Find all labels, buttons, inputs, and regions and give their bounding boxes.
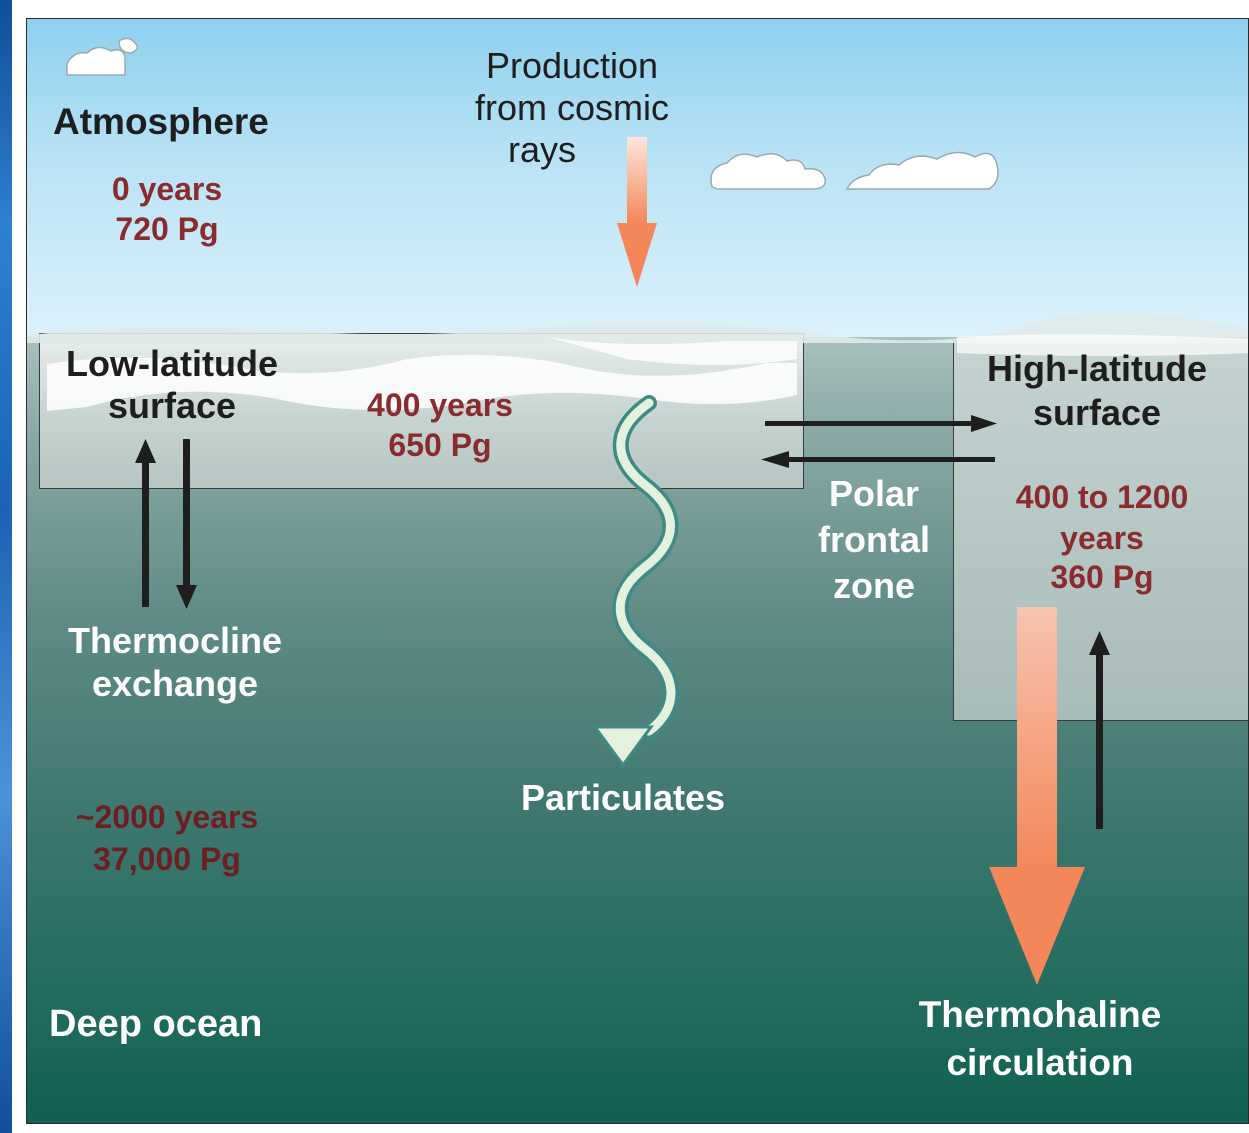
atmosphere-mass: 720 Pg <box>115 211 219 247</box>
cloud-icon <box>66 37 999 190</box>
low-latitude-label: Low-latitude surface <box>66 343 278 426</box>
diagram-graphics <box>27 37 1248 985</box>
left-border-strip <box>0 0 12 1133</box>
high-latitude-mass: 360 Pg <box>1050 559 1154 595</box>
thermohaline-arrow <box>989 607 1085 985</box>
polar-exchange-arrows <box>761 415 997 468</box>
thermocline-arrows <box>135 439 197 609</box>
deep-ocean-mass: 37,000 Pg <box>93 841 241 877</box>
deep-ocean-age: ~2000 years <box>75 799 259 835</box>
particulates-label: Particulates <box>520 777 726 818</box>
thermocline-exchange-label: Thermocline exchange <box>67 620 283 704</box>
high-latitude-label: High-latitude surface <box>987 348 1207 433</box>
atmosphere-age: 0 years <box>111 171 223 207</box>
diagram-frame: Atmosphere 0 years 720 Pg Production fro… <box>26 18 1249 1124</box>
thermohaline-circulation-label: Thermohaline circulation <box>918 994 1162 1083</box>
low-latitude-mass: 650 Pg <box>388 427 492 463</box>
polar-frontal-zone-label: Polar frontal zone <box>818 473 930 606</box>
deep-ocean-label: Deep ocean <box>49 1003 263 1045</box>
upwelling-arrow <box>1089 631 1110 829</box>
cosmic-ray-arrow <box>617 137 657 287</box>
atmosphere-label: Atmosphere <box>53 101 269 142</box>
cosmic-rays-label: Production from cosmic rays <box>474 45 669 170</box>
high-latitude-age: 400 to 1200 years <box>1015 479 1189 556</box>
low-latitude-age: 400 years <box>367 387 513 423</box>
particulates-arrow <box>592 395 679 768</box>
sea-surface-foam <box>27 312 1248 411</box>
